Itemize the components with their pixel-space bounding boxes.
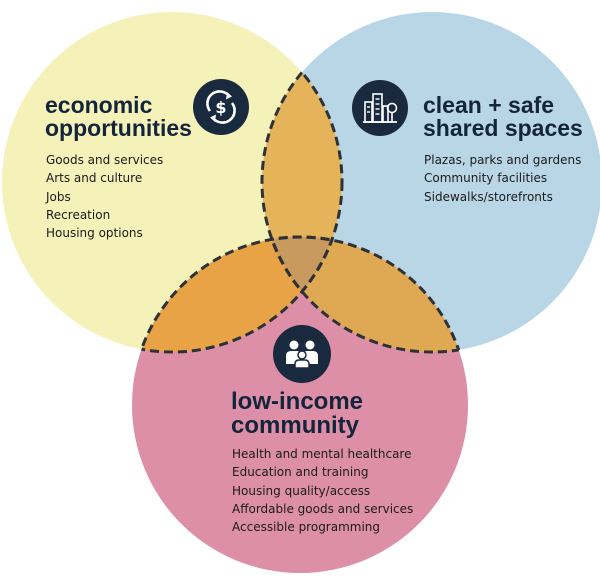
list-item: Health and mental healthcare <box>232 447 412 461</box>
community-title: low-income community <box>231 390 363 438</box>
overlap-spaces-community <box>262 237 468 352</box>
spaces-badge <box>352 80 408 136</box>
city-buildings-icon <box>363 93 398 123</box>
economic-title: economic opportunities <box>45 94 192 140</box>
dash-spaces-in-community <box>260 237 468 354</box>
community-badge <box>273 325 331 383</box>
list-item: Plazas, parks and gardens <box>424 153 582 167</box>
economic-title-line-1: economic <box>45 92 153 118</box>
dollar-cycle-icon: $ <box>206 90 236 124</box>
svg-text:$: $ <box>215 98 226 117</box>
dash-spaces-in-economic <box>260 12 342 352</box>
spaces-title-line-1: clean + safe <box>423 92 555 118</box>
community-title-line-2: community <box>231 412 360 439</box>
list-item: Housing options <box>46 226 143 241</box>
list-item: Recreation <box>46 207 111 222</box>
spaces-list: Plazas, parks and gardens Community faci… <box>424 151 581 206</box>
list-item: Jobs <box>46 189 71 204</box>
dash-economic-in-community <box>132 237 344 354</box>
list-item: Arts and culture <box>46 171 143 186</box>
list-item: Accessible programming <box>232 520 381 535</box>
list-item: Sidewalks/storefronts <box>424 189 553 204</box>
economic-badge: $ <box>193 79 249 135</box>
dash-economic-in-spaces <box>262 12 344 352</box>
list-item: Goods and services <box>46 153 164 167</box>
overlap-economic-community <box>132 237 342 352</box>
list-item: Housing quality/access <box>232 483 371 498</box>
list-item: Community facilities <box>424 171 548 186</box>
community-title-line-1: low-income <box>231 388 364 415</box>
economic-title-line-2: opportunities <box>45 115 192 141</box>
dash-community-in-spaces <box>262 235 470 352</box>
list-item: Education and training <box>232 465 369 480</box>
spaces-title-line-2: shared spaces <box>423 115 583 141</box>
community-list: Health and mental healthcare Education a… <box>232 445 413 536</box>
spaces-title: clean + safe shared spaces <box>423 94 583 140</box>
family-people-icon <box>286 340 318 369</box>
economic-list: Goods and services Arts and culture Jobs… <box>46 151 163 242</box>
list-item: Affordable goods and services <box>232 501 414 516</box>
